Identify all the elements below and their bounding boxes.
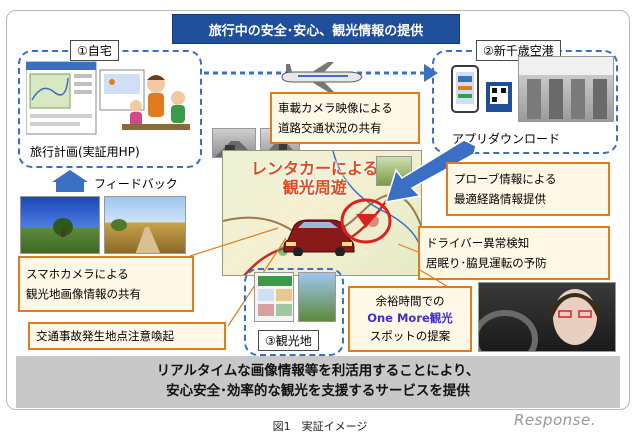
callout-smartphone: スマホカメラによる 観光地画像情報の共有 xyxy=(18,256,194,312)
sightseeing-phone-photo xyxy=(254,272,294,322)
figure-caption: 図1 実証イメージ xyxy=(272,420,368,433)
callout-accident: 交通事故発生地点注意喚起 xyxy=(28,322,226,350)
callout-driver: ドライバー異常検知 居眠り･脇見運転の予防 xyxy=(418,226,610,280)
callout-spare-time-line2: One More観光 xyxy=(367,311,453,326)
home-label: ①自宅 xyxy=(70,40,119,61)
callout-spare-time: 余裕時間での One More観光 スポットの提案 xyxy=(348,286,472,352)
warning-circle-icon xyxy=(340,198,392,244)
callout-probe: プローブ情報による 最適経路情報提供 xyxy=(446,162,610,216)
sightseeing-photo xyxy=(298,272,336,322)
response-logo: Response. xyxy=(514,411,596,429)
title-banner: 旅行中の安全･安心、観光情報の提供 xyxy=(172,14,460,44)
feedback-arrow-icon xyxy=(52,170,88,192)
airport-photo xyxy=(518,56,614,122)
callout-camera-share-line1: 車載カメラ映像による xyxy=(278,100,393,115)
airport-label: ②新千歳空港 xyxy=(476,40,561,61)
home-plan-label: 旅行計画(実証用HP) xyxy=(30,145,140,159)
airplane-icon xyxy=(281,62,363,92)
route-map: レンタカーによる 観光周遊 xyxy=(222,150,422,276)
summary-line2: 安心安全･効率的な観光を支援するサービスを提供 xyxy=(166,383,470,399)
home-illustration xyxy=(26,61,190,135)
callout-probe-line1: プローブ情報による xyxy=(454,171,557,186)
sightseeing-region xyxy=(244,268,344,356)
driver-monitor-photo xyxy=(478,282,616,352)
callout-spare-time-line3: スポットの提案 xyxy=(369,328,451,343)
callout-smartphone-line2: 観光地画像情報の共有 xyxy=(26,287,141,301)
phone-download-illustration xyxy=(451,65,512,113)
airport-download-label: アプリダウンロード xyxy=(452,132,561,146)
rental-car-icon xyxy=(283,219,355,256)
landscape-photo-2 xyxy=(104,196,186,254)
callout-camera-share: 車載カメラ映像による 道路交通状況の共有 xyxy=(270,92,420,144)
callout-driver-line2: 居眠り･脇見運転の予防 xyxy=(426,256,547,270)
map-title: レンタカーによる 観光周遊 xyxy=(251,159,379,197)
map-title-line2: 観光周遊 xyxy=(282,178,347,198)
callout-spare-time-line1: 余裕時間での xyxy=(375,294,445,309)
callout-smartphone-line1: スマホカメラによる xyxy=(26,266,129,281)
landscape-photo-1 xyxy=(20,196,100,254)
map-title-line1: レンタカーによる xyxy=(251,159,379,178)
summary-line1: リアルタイムな画像情報等を利活用することにより、 xyxy=(156,363,480,380)
feedback-label: フィードバック xyxy=(94,177,178,191)
callout-driver-line1: ドライバー異常検知 xyxy=(426,235,530,250)
sightseeing-label: ③観光地 xyxy=(258,330,319,351)
callout-camera-share-line2: 道路交通状況の共有 xyxy=(278,121,382,135)
callout-probe-line2: 最適経路情報提供 xyxy=(454,192,546,206)
summary-box: リアルタイムな画像情報等を利活用することにより、 安心安全･効率的な観光を支援す… xyxy=(16,356,620,408)
